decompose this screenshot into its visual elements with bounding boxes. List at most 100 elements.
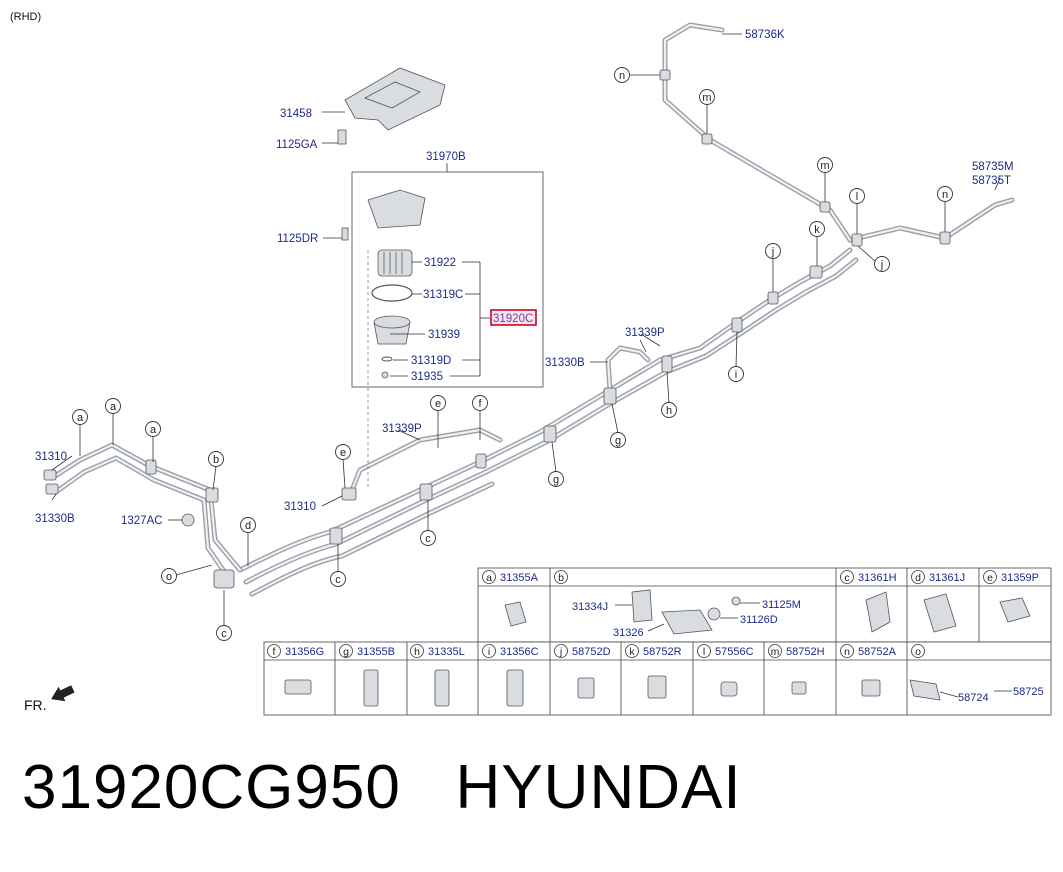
callout-m-2: m bbox=[820, 160, 829, 172]
bracket-b-icon bbox=[631, 589, 653, 623]
legend-part-e: 31359P bbox=[1001, 572, 1039, 584]
legend-part-m: 58752H bbox=[786, 646, 825, 658]
label-31935: 31935 bbox=[411, 371, 443, 383]
legend-part-31326: 31326 bbox=[613, 627, 644, 639]
caption-brand: HYUNDAI bbox=[455, 753, 742, 822]
label-58735T: 58735T bbox=[972, 175, 1011, 187]
label-31458: 31458 bbox=[280, 108, 312, 120]
legend-key-m: m bbox=[771, 646, 780, 658]
legend-part-g: 31355B bbox=[357, 646, 395, 658]
label-31330B-left: 31330B bbox=[35, 513, 75, 525]
legend-part-31334J: 31334J bbox=[572, 601, 608, 613]
label-1125DR: 1125DR bbox=[277, 233, 318, 245]
bracket-31458 bbox=[337, 67, 446, 145]
legend-key-k: k bbox=[629, 646, 635, 658]
leader-lines bbox=[51, 33, 1001, 521]
label-31922: 31922 bbox=[424, 257, 456, 269]
clip-m-icon bbox=[791, 681, 807, 695]
legend-row-2: f 31356G g 31355B h 31335L i 31356C j 58… bbox=[267, 644, 1044, 707]
legend-row-1: a 31355A b 31334J 31125M 31126D 31326 c … bbox=[482, 570, 1039, 639]
front-label: FR. bbox=[24, 697, 47, 713]
callout-a-3: a bbox=[150, 424, 157, 436]
label-58735M: 58735M bbox=[972, 161, 1014, 173]
plate-b-icon bbox=[661, 609, 713, 635]
legend-key-j: j bbox=[559, 646, 562, 658]
callout-c-1: c bbox=[221, 628, 227, 640]
label-58736K: 58736K bbox=[745, 29, 785, 41]
legend-part-58725: 58725 bbox=[1013, 686, 1044, 698]
part-caption: 31920CG950 HYUNDAI bbox=[22, 752, 742, 823]
legend-part-c: 31361H bbox=[858, 572, 897, 584]
clip-a-icon bbox=[504, 601, 527, 627]
callout-f: f bbox=[478, 398, 482, 410]
label-31339P-upper: 31339P bbox=[625, 327, 665, 339]
callout-g-1: g bbox=[553, 474, 559, 486]
callout-c-2: c bbox=[335, 574, 341, 586]
bracket-o-icon bbox=[909, 679, 941, 701]
label-31319C: 31319C bbox=[423, 289, 463, 301]
legend-key-f: f bbox=[273, 646, 276, 658]
callout-m-1: m bbox=[702, 92, 711, 104]
callout-d: d bbox=[245, 520, 251, 532]
fuel-filter-parts bbox=[341, 189, 426, 490]
label-31920C[interactable]: 31920C bbox=[493, 313, 533, 325]
callout-n-1: n bbox=[619, 70, 625, 82]
legend-key-o: o bbox=[915, 646, 921, 658]
legend-part-j: 58752D bbox=[572, 646, 611, 658]
callout-a-2: a bbox=[110, 401, 117, 413]
callout-g-2: g bbox=[615, 435, 621, 447]
legend-key-g: g bbox=[343, 646, 349, 658]
callout-h: h bbox=[666, 405, 672, 417]
clip-k-icon bbox=[647, 675, 667, 699]
clip-h-icon bbox=[434, 669, 450, 707]
grommet-l-icon bbox=[720, 681, 738, 697]
callout-a-1: a bbox=[77, 412, 84, 424]
bolt-b-icon bbox=[731, 596, 741, 606]
legend-key-i: i bbox=[488, 646, 490, 658]
label-31319D: 31319D bbox=[411, 355, 451, 367]
part-labels: 31458 1125GA 31970B 1125DR 31922 31319C … bbox=[35, 29, 1014, 527]
clip-n-icon bbox=[861, 679, 881, 697]
label-31310-center: 31310 bbox=[284, 501, 316, 513]
caption-part-number: 31920CG950 bbox=[22, 753, 401, 822]
pipe-clips bbox=[43, 69, 951, 589]
clip-c-icon bbox=[865, 591, 891, 633]
legend-part-i: 31356C bbox=[500, 646, 539, 658]
grommet-b-icon bbox=[707, 607, 721, 621]
legend-key-h: h bbox=[414, 646, 420, 658]
label-31330B-center: 31330B bbox=[545, 357, 585, 369]
orientation-indicator: FR. bbox=[24, 685, 75, 713]
legend-key-d: d bbox=[915, 572, 921, 584]
front-arrow-icon bbox=[51, 685, 75, 702]
legend-part-k: 58752R bbox=[643, 646, 682, 658]
legend-key-l: l bbox=[703, 646, 705, 658]
legend-part-f: 31356G bbox=[285, 646, 324, 658]
callout-i: i bbox=[735, 369, 737, 381]
label-31339P-lower: 31339P bbox=[382, 423, 422, 435]
variant-label: (RHD) bbox=[10, 11, 41, 23]
legend-part-31126D: 31126D bbox=[740, 614, 778, 626]
clip-f-icon bbox=[284, 679, 312, 695]
label-31939: 31939 bbox=[428, 329, 460, 341]
filter-assembly-box bbox=[351, 171, 544, 388]
callout-e-1: e bbox=[340, 447, 346, 459]
legend-part-h: 31335L bbox=[428, 646, 465, 658]
legend-part-d: 31361J bbox=[929, 572, 965, 584]
legend-key-e: e bbox=[987, 572, 993, 584]
clip-e-icon bbox=[999, 597, 1031, 623]
clip-g-icon bbox=[363, 669, 379, 707]
legend-part-a: 31355A bbox=[500, 572, 539, 584]
callout-j-2: j bbox=[880, 259, 883, 271]
callout-k: k bbox=[814, 224, 820, 236]
legend-part-31125M: 31125M bbox=[762, 599, 801, 611]
callout-b: b bbox=[213, 454, 219, 466]
callout-c-3: c bbox=[425, 533, 431, 545]
legend-part-58724: 58724 bbox=[958, 692, 989, 704]
callout-l: l bbox=[856, 191, 858, 203]
legend-key-a: a bbox=[486, 572, 492, 584]
label-31970B: 31970B bbox=[426, 151, 466, 163]
legend-key-n: n bbox=[844, 646, 850, 658]
highlight-box-31920C[interactable] bbox=[490, 309, 537, 326]
callout-markers: a a a b d o c c c e e f g g h bbox=[72, 67, 953, 641]
